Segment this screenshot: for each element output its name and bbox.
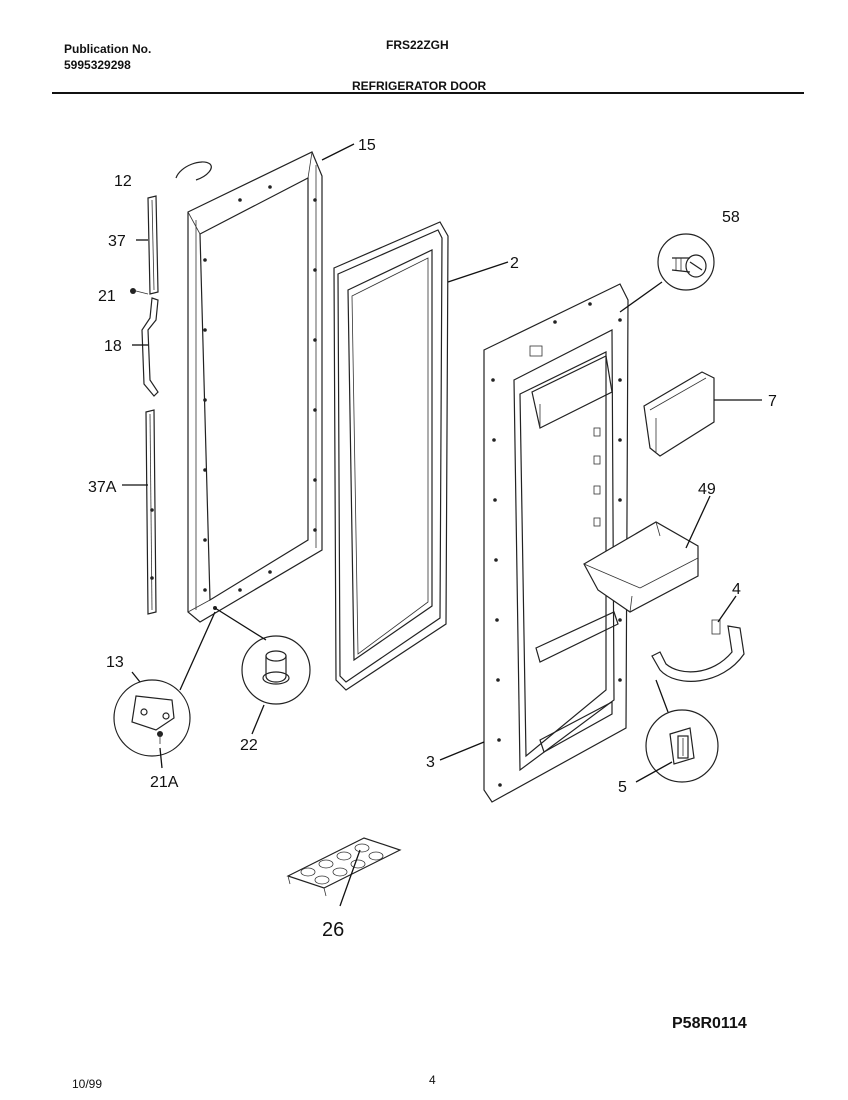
plug-part-22 [241,635,311,705]
hinge-plate-part-13 [113,679,191,757]
header-rule [52,92,804,94]
door-bin-part-49 [583,521,699,613]
callout-7: 7 [768,393,777,410]
diagram-code: P58R0114 [672,1015,747,1032]
section-title: REFRIGERATOR DOOR [352,79,487,93]
callout-26: 26 [322,919,344,941]
callout-21A: 21A [150,774,179,791]
callout-49: 49 [698,481,716,498]
model-number: FRS22ZGH [386,38,449,52]
hinge-strip-assembly [130,195,159,615]
callout-21: 21 [98,288,116,305]
leader-lines [122,143,762,907]
dairy-cover-part-7 [643,371,715,457]
publication-label: Publication No. [64,42,152,56]
callout-58: 58 [722,209,740,226]
callout-18: 18 [104,338,122,355]
wire-part-12 [175,161,212,181]
clip-part-5 [645,709,719,783]
callout-4: 4 [732,581,741,598]
egg-tray-part-26 [286,837,402,897]
callout-13: 13 [106,654,124,671]
callout-22: 22 [240,737,258,754]
screw-part-58 [657,233,715,291]
callout-37A: 37A [88,479,117,496]
callout-15: 15 [358,137,376,154]
callout-2: 2 [510,255,519,272]
door-gasket-part-2 [333,221,449,691]
page-number: 4 [429,1073,436,1087]
callout-12: 12 [114,173,132,190]
callout-3: 3 [426,754,435,771]
publication-number: 5995329298 [64,58,131,72]
door-frame-part-15 [187,151,323,623]
callout-5: 5 [618,779,627,796]
inner-door-liner-part-3 [483,283,629,803]
callout-37: 37 [108,233,126,250]
footer-date: 10/99 [72,1077,102,1091]
bin-retainer-part-4 [651,619,745,682]
